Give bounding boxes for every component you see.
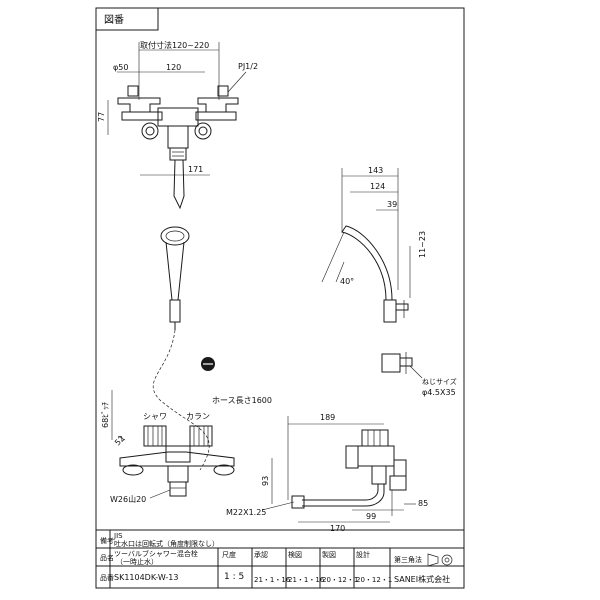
spout-pipe (302, 484, 379, 501)
dim-124: 124 (370, 182, 385, 191)
name-header: 品名 (100, 553, 114, 562)
remarks-header: 備考 (100, 536, 114, 545)
drawing-number-box (95, 7, 159, 31)
dim-39: 39 (387, 200, 397, 209)
shower-head (160, 226, 190, 246)
drawn-date: 20・12・1 (322, 576, 358, 584)
dim-171: 171 (188, 165, 203, 174)
shower-handle (165, 241, 185, 301)
projection-symbol (427, 553, 453, 567)
left-eccentric-top (127, 85, 139, 97)
dim-m22: M22X1.25 (226, 508, 266, 517)
number-header: 品番 (100, 574, 114, 582)
angle-40: 40° (340, 277, 354, 286)
checked-header: 検図 (288, 550, 302, 559)
right-wall-flange (195, 111, 237, 121)
dim-143: 143 (368, 166, 383, 175)
shower-hose (152, 329, 210, 471)
hanger-base (383, 299, 397, 323)
projection-label: 第三角法 (394, 555, 422, 564)
spout-connector (167, 125, 189, 149)
front-view: ホース長さ1600 68ﾋﾞｯﾁ シャワ カラン 52 W26山20 (101, 390, 272, 504)
dim-85: 85 (418, 499, 428, 508)
wall-hook (381, 353, 401, 373)
spout-side-view: 189 93 85 99 170 M22X1.25 (226, 413, 428, 533)
drawing-frame (95, 7, 465, 589)
dim-dia50: φ50 (113, 63, 128, 72)
dim-99: 99 (366, 512, 376, 521)
approved-header: 承認 (254, 550, 268, 559)
dim-11-23: 11~23 (418, 231, 427, 258)
title-block: 備考 JIS 吐水口は回転式（角度制限なし） 品名 ツーバルブシャワー混合栓 （… (96, 529, 464, 588)
left-wall-flange (121, 111, 163, 121)
mixer-body-top (157, 107, 199, 127)
top-view: 取付寸法120~220 φ50 120 PJ1/2 77 171 (97, 40, 258, 210)
screw-size-label: ねじサイズ (422, 377, 457, 386)
design-date: 20・12・1 (356, 576, 392, 584)
name-line2: （一時止水） (116, 557, 158, 566)
part-number: SK1104DK-W-13 (114, 573, 178, 582)
mixer-body-front (119, 451, 235, 467)
label-faucet: カラン (186, 412, 210, 421)
hose-length: ホース長さ1600 (212, 396, 272, 405)
scale-value: 1 : 5 (224, 572, 244, 582)
right-valve-handle (197, 97, 239, 113)
dim-170: 170 (330, 524, 345, 533)
design-header: 設計 (356, 550, 370, 559)
spout-top-view (173, 159, 185, 210)
faucet-valve (189, 425, 213, 447)
dim-120: 120 (166, 63, 181, 72)
scale-header: 尺度 (222, 550, 236, 559)
dim-189: 189 (320, 413, 335, 422)
label-shower: シャワ (143, 412, 167, 421)
dim-68: 68ﾋﾞｯﾁ (101, 402, 110, 428)
company-name: SANEI株式会社 (394, 574, 450, 584)
left-valve-handle (117, 97, 161, 113)
dim-mount-range: 取付寸法120~220 (140, 40, 209, 50)
screw-size: φ4.5X35 (422, 388, 456, 397)
side-view: 143 124 39 11~23 40° ねじサイズ φ4.5X35 (321, 166, 457, 397)
dim-w26: W26山20 (110, 494, 146, 504)
remarks-line2: 吐水口は回転式（角度制限なし） (114, 539, 219, 548)
left-valve-knob (141, 122, 159, 140)
remarks-line1: JIS (113, 532, 123, 540)
approved-date: 21・1・16 (254, 576, 291, 584)
drawn-header: 製図 (322, 550, 336, 559)
dim-77: 77 (97, 112, 106, 122)
shower-valve (143, 425, 167, 447)
dim-pj: PJ1/2 (238, 62, 258, 71)
dim-52: 52 (113, 434, 127, 448)
drawing-number-label: 図番 (104, 14, 124, 26)
dim-93: 93 (261, 476, 270, 486)
name-line1: ツーバルブシャワー混合栓 (114, 549, 198, 558)
side-body (357, 445, 395, 467)
right-valve-knob (194, 122, 212, 140)
checked-date: 21・1・16 (288, 576, 325, 584)
spout-tip (291, 495, 305, 509)
shower-hanger-arm (341, 225, 393, 301)
right-eccentric-top (217, 85, 229, 97)
side-valve (361, 429, 389, 447)
shower-head-view (152, 226, 215, 471)
hose-outlet (167, 465, 189, 483)
